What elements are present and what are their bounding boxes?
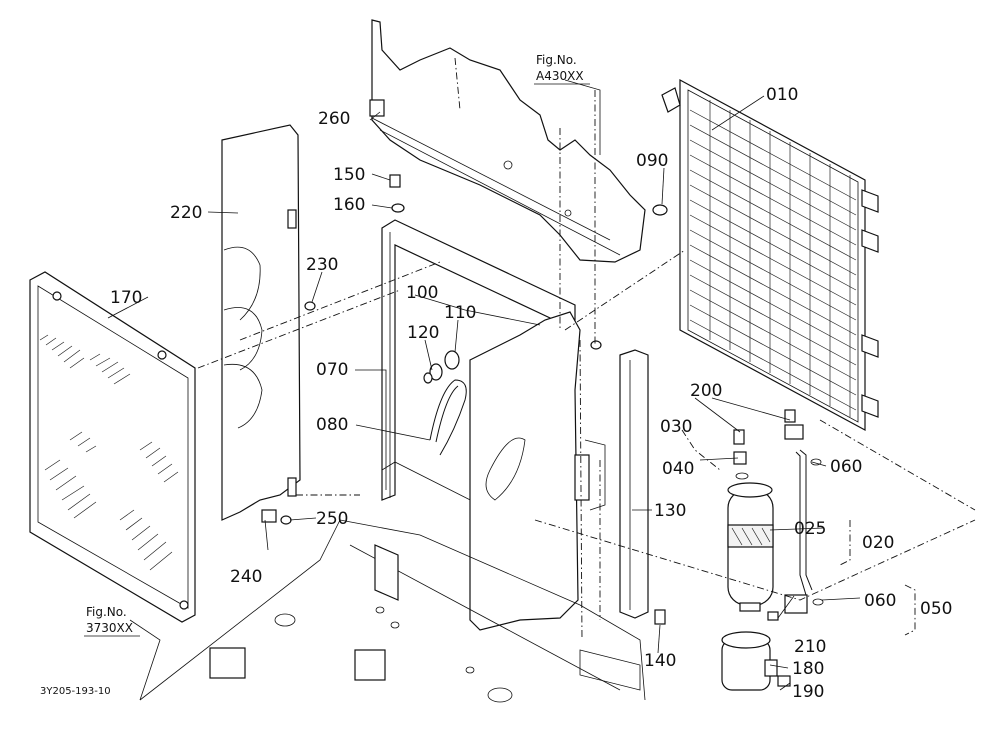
label-220: 220 [170, 203, 202, 223]
figure-ref-3730xx: Fig.No. 3730XX [84, 605, 140, 637]
mesh-hatching [39, 334, 179, 571]
part-labels: 010 020 025 030 040 050 060 060 070 080 … [110, 85, 952, 702]
fittings [261, 99, 824, 687]
condenser-fins [689, 100, 857, 417]
label-070: 070 [316, 360, 348, 380]
figure-ref-code: A430XX [536, 69, 584, 83]
leader-lines [107, 79, 861, 701]
label-025: 025 [794, 519, 826, 539]
label-010: 010 [766, 85, 798, 105]
alignment-lines [197, 90, 976, 641]
figure-ref-a430xx: Fig.No. A430XX [534, 53, 590, 85]
label-120: 120 [407, 323, 439, 343]
shroud [469, 311, 606, 631]
label-210: 210 [794, 637, 826, 657]
figure-ref-prefix: Fig.No. [86, 605, 127, 619]
drier-bracket-180 [721, 631, 778, 691]
figure-ref-code: 3730XX [86, 621, 133, 635]
label-250: 250 [316, 509, 348, 529]
label-100: 100 [406, 283, 438, 303]
label-230: 230 [306, 255, 338, 275]
label-200: 200 [690, 381, 722, 401]
label-020: 020 [862, 533, 894, 553]
figure-ref-prefix: Fig.No. [536, 53, 577, 67]
label-030: 030 [660, 417, 692, 437]
label-160: 160 [333, 195, 365, 215]
condenser-core-010 [661, 78, 879, 432]
label-060-upper: 060 [830, 457, 862, 477]
label-170: 170 [110, 288, 142, 308]
label-190: 190 [792, 682, 824, 702]
top-cover-plate [371, 19, 646, 263]
label-260: 260 [318, 109, 350, 129]
label-240: 240 [230, 567, 262, 587]
label-130: 130 [654, 501, 686, 521]
label-150: 150 [333, 165, 365, 185]
receiver-drier-025 [727, 482, 774, 612]
mesh-screen-170 [29, 271, 196, 623]
base-plate [139, 519, 646, 703]
label-090: 090 [636, 151, 668, 171]
channel-130 [619, 349, 649, 619]
label-110: 110 [444, 303, 476, 323]
pipe-020 [784, 424, 813, 614]
label-180: 180 [792, 659, 824, 679]
side-panel-220 [221, 124, 301, 521]
label-050: 050 [920, 599, 952, 619]
drawing-code: 3Y205-193-10 [40, 686, 111, 697]
hose-080 [429, 379, 467, 456]
label-040: 040 [662, 459, 694, 479]
label-060-lower: 060 [864, 591, 896, 611]
label-140: 140 [644, 651, 676, 671]
label-080: 080 [316, 415, 348, 435]
